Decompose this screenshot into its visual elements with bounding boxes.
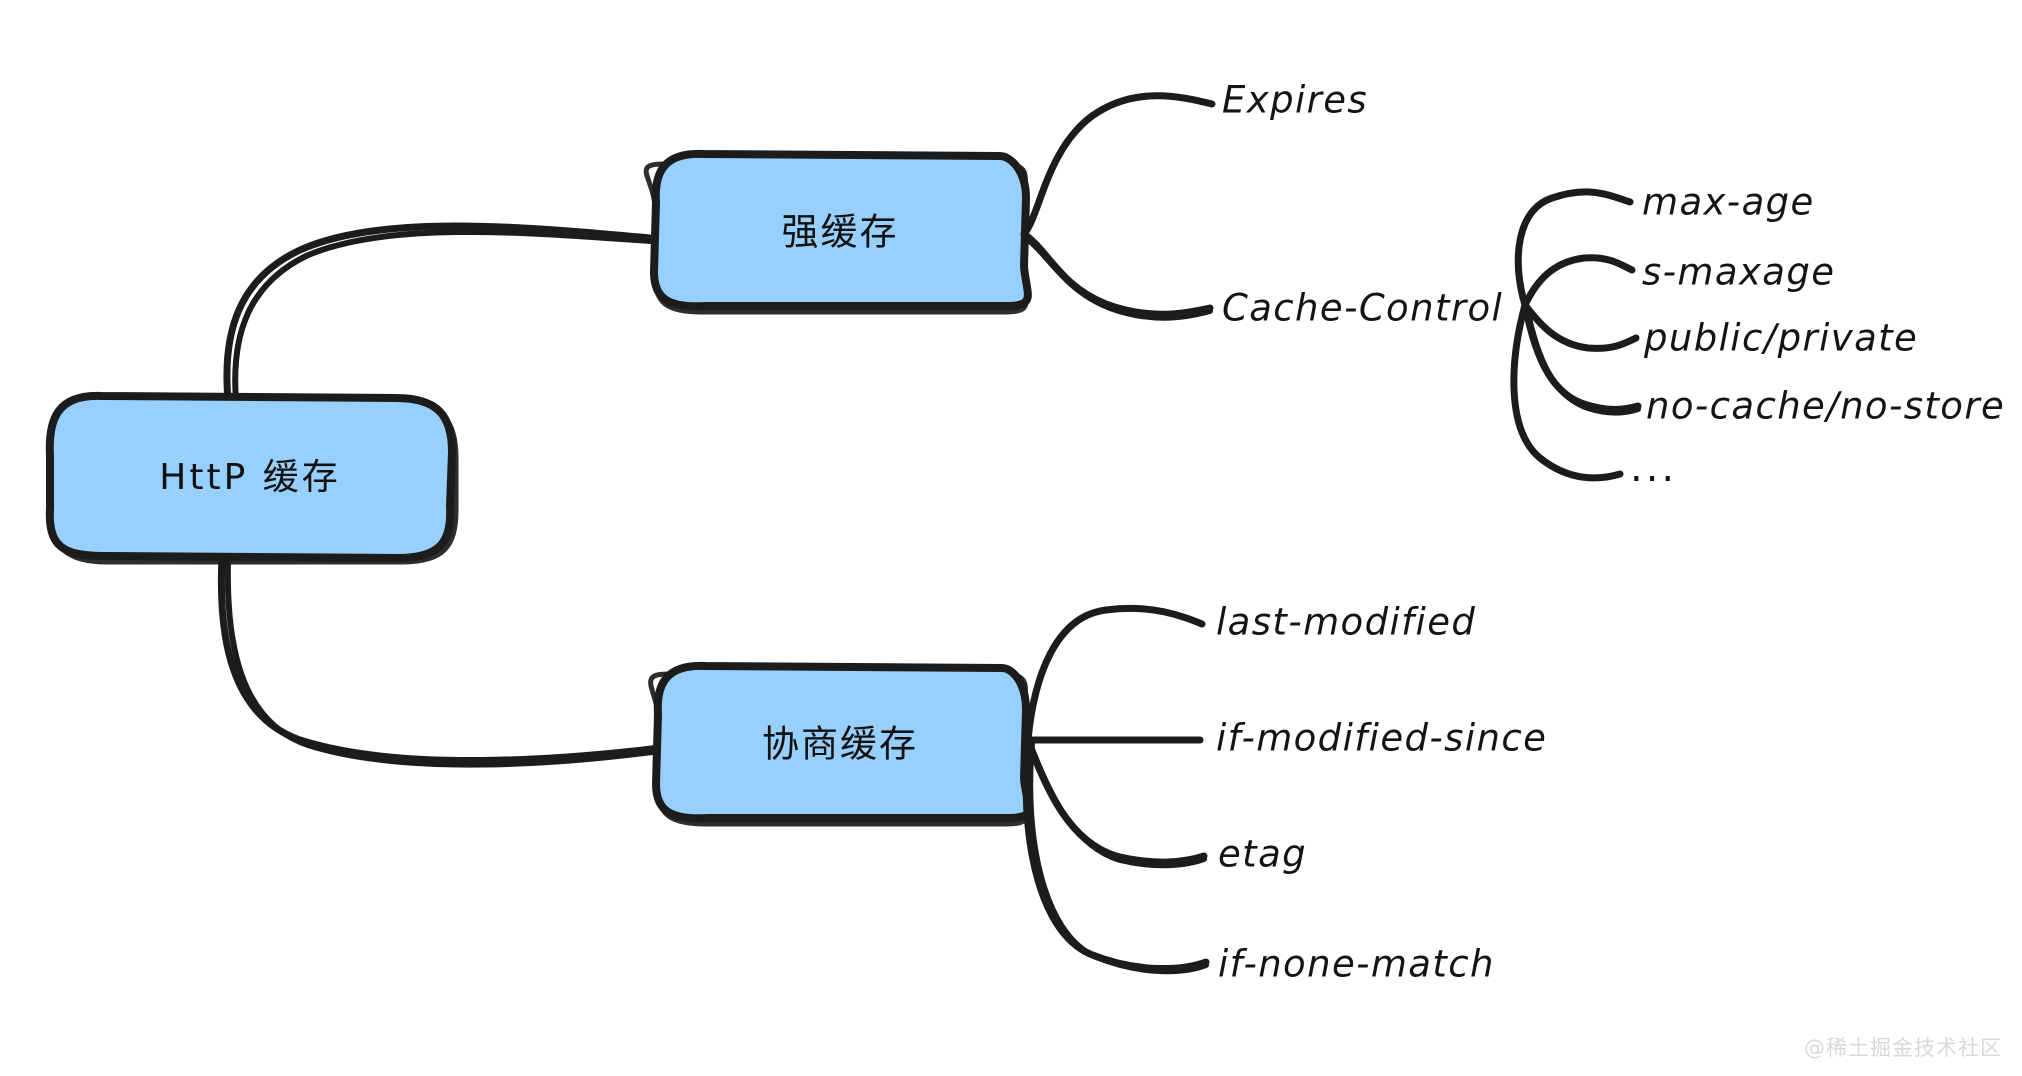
leaf-no-cache-no-store[interactable]: no-cache/no-store: [1646, 385, 2005, 428]
node-root-label: HttP 缓存: [159, 457, 340, 498]
leaf-expires[interactable]: Expires: [1222, 79, 1368, 122]
node-root-body: [45, 391, 456, 562]
edge-root-to-negotiate-cache-sketch: [224, 557, 663, 768]
leaf-etag[interactable]: etag: [1218, 833, 1307, 876]
edge-cache-control-to-max-age: [1514, 188, 1634, 309]
leaf-max-age[interactable]: max-age: [1642, 181, 1815, 224]
edge-root-to-strong-cache: [223, 222, 654, 404]
edge-group-negotiate-cache: [1022, 604, 1210, 975]
leaf-s-maxage[interactable]: s-maxage: [1642, 251, 1835, 294]
leaf-cache-control[interactable]: Cache-Control: [1222, 287, 1503, 330]
edge-negotiate-cache-to-if-none-match-sketch: [1027, 741, 1209, 975]
edge-strong-cache-to-cache-control-sketch: [1023, 235, 1213, 321]
node-strong-cache-body: [650, 149, 1032, 311]
node-negotiate-cache[interactable]: 协商缓存: [648, 661, 1033, 827]
edge-cache-control-to-ellipsis: [1510, 301, 1624, 482]
node-root[interactable]: HttP 缓存: [45, 391, 459, 565]
leaf-ellipsis[interactable]: ...: [1630, 445, 1677, 491]
watermark-text: @稀土掘金技术社区: [1804, 1036, 2002, 1060]
edge-group-root: [217, 222, 664, 768]
leaf-if-none-match[interactable]: if-none-match: [1218, 943, 1495, 986]
edge-root-to-negotiate-cache: [217, 554, 664, 764]
edge-root-to-strong-cache-sketch: [232, 228, 653, 403]
node-negotiate-cache-label: 协商缓存: [762, 723, 918, 766]
leaf-public-private[interactable]: public/private: [1643, 317, 1918, 360]
edge-group-cache-control: [1510, 188, 1642, 482]
node-strong-cache-label: 强缓存: [782, 211, 899, 254]
edge-cache-control-to-public-private: [1521, 301, 1640, 352]
leaf-last-modified[interactable]: last-modified: [1216, 601, 1476, 644]
edge-negotiate-cache-to-last-modified: [1024, 604, 1206, 744]
node-negotiate-cache-body: [652, 661, 1033, 823]
node-strong-cache[interactable]: 强缓存: [643, 149, 1032, 315]
leaf-if-modified-since[interactable]: if-modified-since: [1216, 717, 1547, 760]
edge-cache-control-to-s-maxage: [1521, 254, 1636, 309]
edge-strong-cache-to-expires: [1020, 92, 1216, 238]
edge-cache-control-to-no-cache-no-store-sketch: [1524, 306, 1641, 416]
edge-group-strong-cache: [1020, 92, 1216, 321]
edge-strong-cache-to-cache-control: [1020, 230, 1214, 318]
edge-negotiate-cache-to-etag-sketch: [1027, 741, 1207, 869]
